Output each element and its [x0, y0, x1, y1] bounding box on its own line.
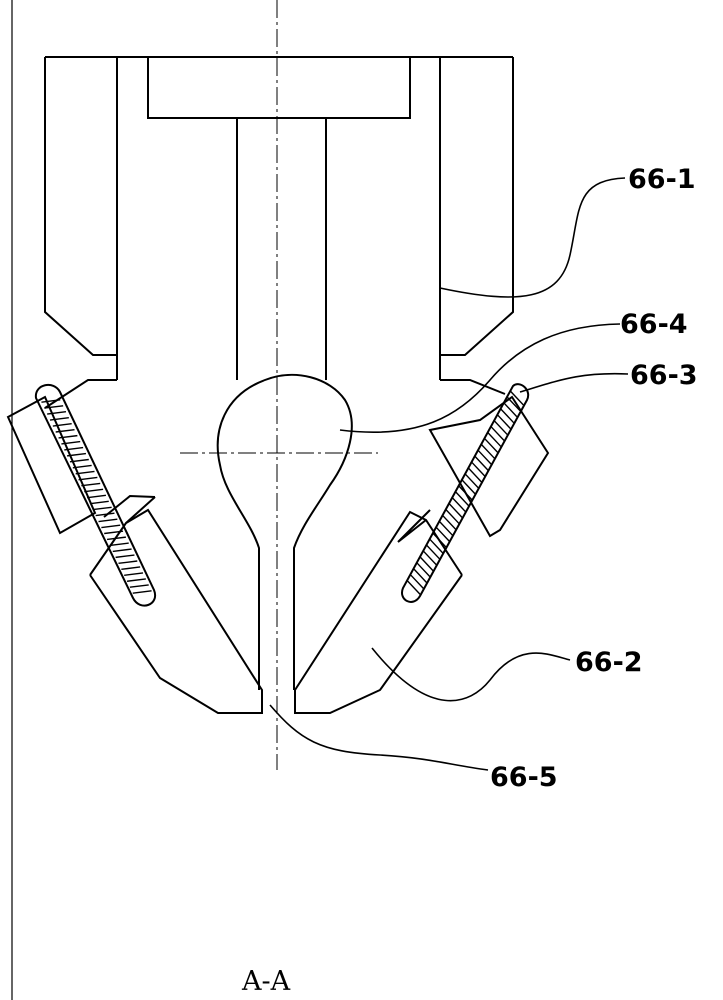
- thread-line: [44, 405, 64, 409]
- thread-line: [413, 568, 428, 584]
- thread-line: [445, 509, 460, 525]
- thread-line: [468, 467, 483, 483]
- thread-line: [64, 446, 84, 451]
- thread-line: [84, 488, 104, 493]
- thread-line: [429, 539, 444, 554]
- thread-line: [124, 572, 144, 576]
- thread-line: [92, 506, 112, 511]
- thread-line: [506, 396, 521, 412]
- thread-line: [423, 550, 438, 566]
- thread-line: [426, 545, 441, 560]
- thread-line: [455, 491, 470, 507]
- thread-line: [101, 524, 121, 529]
- thread-line: [61, 440, 81, 445]
- thread-line: [474, 455, 489, 471]
- thread-line: [487, 432, 502, 447]
- thread-line: [72, 464, 92, 469]
- label-66-5: 66-5: [490, 762, 558, 793]
- thread-line: [104, 530, 124, 535]
- thread-line: [81, 482, 101, 487]
- thread-line: [471, 461, 486, 477]
- thread-line: [78, 476, 98, 481]
- thread-line: [118, 560, 138, 565]
- left-clamp-66-2: [6, 395, 263, 714]
- thread-line: [106, 536, 126, 541]
- thread-line: [477, 449, 492, 465]
- thread-line: [500, 408, 515, 424]
- thread-line: [484, 438, 499, 453]
- housing-66-1: [44, 56, 514, 409]
- thread-line: [126, 578, 146, 582]
- thread-line: [69, 458, 89, 463]
- thread-line: [129, 584, 149, 588]
- label-66-2: 66-2: [575, 647, 643, 678]
- thread-line: [86, 494, 107, 499]
- left-screw-66-3: [34, 383, 157, 607]
- thread-line: [452, 497, 467, 513]
- thread-line: [98, 518, 118, 523]
- thread-line: [416, 562, 431, 578]
- thread-line: [496, 414, 511, 430]
- thread-line: [407, 580, 422, 596]
- label-66-3: 66-3: [630, 360, 698, 391]
- thread-line: [410, 574, 425, 590]
- thread-line: [58, 434, 78, 439]
- thread-line: [55, 428, 75, 433]
- leader-66-2: [371, 647, 571, 702]
- thread-line: [493, 420, 508, 436]
- thread-line: [115, 554, 135, 559]
- label-66-4: 66-4: [620, 309, 688, 340]
- thread-line: [503, 402, 518, 418]
- thread-line: [75, 470, 95, 475]
- leader-66-5: [269, 704, 489, 771]
- thread-line: [67, 452, 87, 457]
- thread-line: [95, 512, 115, 517]
- leader-66-4: [339, 323, 621, 434]
- thread-line: [432, 533, 447, 548]
- leader-66-1: [439, 177, 626, 298]
- thread-line: [52, 422, 72, 427]
- thread-line: [436, 527, 451, 542]
- thread-line: [448, 503, 463, 519]
- thread-line: [132, 590, 152, 594]
- thread-line: [480, 444, 495, 459]
- label-66-1: 66-1: [628, 164, 696, 195]
- right-screw: [401, 383, 530, 603]
- thread-line: [121, 566, 141, 571]
- thread-line: [461, 479, 476, 495]
- thread-line: [89, 500, 109, 505]
- thread-line: [509, 390, 524, 406]
- thread-line: [112, 548, 132, 553]
- ball-66-4: [216, 373, 353, 690]
- right-clamp-66-2: [294, 395, 550, 714]
- thread-line: [490, 426, 505, 441]
- thread-line: [439, 521, 454, 537]
- section-label: A-A: [241, 966, 291, 997]
- thread-line: [109, 542, 129, 547]
- thread-line: [49, 417, 69, 421]
- thread-line: [458, 485, 473, 501]
- thread-line: [442, 515, 457, 531]
- thread-line: [420, 556, 435, 572]
- thread-line: [464, 473, 479, 489]
- thread-line: [47, 411, 67, 415]
- leader-66-3: [519, 372, 629, 393]
- thread-line: [41, 399, 61, 403]
